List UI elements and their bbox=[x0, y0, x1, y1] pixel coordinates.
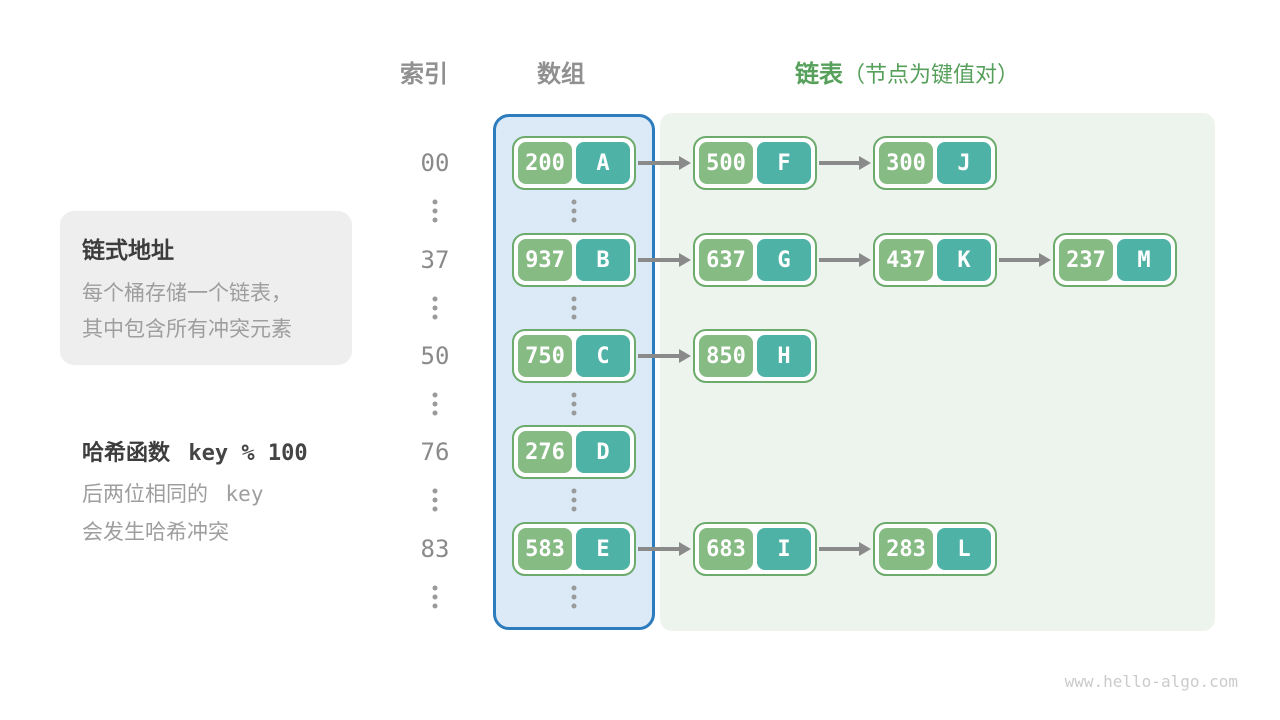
ellipsis-dots bbox=[432, 199, 438, 223]
node-key-cell: 276 bbox=[518, 431, 572, 473]
linked-list-header-label: 链表 bbox=[795, 61, 843, 88]
bucket-index-label: 50 bbox=[420, 342, 450, 370]
node-value-cell: A bbox=[576, 142, 630, 184]
ellipsis-dots bbox=[571, 488, 577, 512]
ellipsis-dots bbox=[571, 199, 577, 223]
node-key-cell: 283 bbox=[879, 528, 933, 570]
node-key-cell: 637 bbox=[699, 239, 753, 281]
next-pointer-arrow bbox=[638, 354, 680, 358]
node-key-cell: 437 bbox=[879, 239, 933, 281]
chaining-info-box: 链式地址 每个桶存储一个链表， 其中包含所有冲突元素 bbox=[60, 211, 352, 365]
ellipsis-dots bbox=[571, 585, 577, 609]
node-key-cell: 300 bbox=[879, 142, 933, 184]
index-column-header: 索引 bbox=[400, 61, 448, 88]
arrow-head-icon bbox=[1039, 253, 1051, 267]
chaining-title: 链式地址 bbox=[82, 237, 174, 263]
bucket-index-label: 76 bbox=[420, 438, 450, 466]
next-pointer-arrow bbox=[638, 258, 680, 262]
hash-note-line1: 后两位相同的 key bbox=[82, 478, 263, 508]
hash-note-line1-code: key bbox=[225, 482, 264, 506]
chaining-desc-line2: 其中包含所有冲突元素 bbox=[82, 318, 292, 341]
hash-function-line: 哈希函数 key % 100 bbox=[82, 435, 308, 467]
node-value-cell: G bbox=[757, 239, 811, 281]
arrow-head-icon bbox=[859, 156, 871, 170]
node-key-cell: 237 bbox=[1059, 239, 1113, 281]
next-pointer-arrow bbox=[819, 161, 860, 165]
ellipsis-dots bbox=[432, 488, 438, 512]
arrow-head-icon bbox=[679, 253, 691, 267]
ellipsis-dots bbox=[432, 296, 438, 320]
node-value-cell: B bbox=[576, 239, 630, 281]
ellipsis-dots bbox=[432, 392, 438, 416]
bucket-index-label: 83 bbox=[420, 535, 450, 563]
next-pointer-arrow bbox=[819, 258, 860, 262]
hash-function-label: 哈希函数 bbox=[82, 440, 171, 465]
node-key-cell: 750 bbox=[518, 335, 572, 377]
linked-list-column-header: 链表（节点为键值对） bbox=[795, 54, 1019, 89]
next-pointer-arrow bbox=[999, 258, 1040, 262]
node-value-cell: L bbox=[937, 528, 991, 570]
node-key-cell: 200 bbox=[518, 142, 572, 184]
node-value-cell: F bbox=[757, 142, 811, 184]
hash-note-line2: 会发生哈希冲突 bbox=[82, 521, 229, 544]
node-value-cell: J bbox=[937, 142, 991, 184]
hash-note-line1-text: 后两位相同的 bbox=[82, 483, 208, 506]
node-value-cell: D bbox=[576, 431, 630, 473]
node-key-cell: 937 bbox=[518, 239, 572, 281]
hash-function-code: key % 100 bbox=[188, 441, 308, 466]
arrow-head-icon bbox=[859, 542, 871, 556]
arrow-head-icon bbox=[859, 253, 871, 267]
ellipsis-dots bbox=[432, 585, 438, 609]
node-key-cell: 683 bbox=[699, 528, 753, 570]
next-pointer-arrow bbox=[819, 547, 860, 551]
node-value-cell: H bbox=[757, 335, 811, 377]
bucket-index-label: 37 bbox=[420, 246, 450, 274]
node-value-cell: M bbox=[1117, 239, 1171, 281]
node-key-cell: 850 bbox=[699, 335, 753, 377]
next-pointer-arrow bbox=[638, 161, 680, 165]
node-value-cell: C bbox=[576, 335, 630, 377]
node-key-cell: 500 bbox=[699, 142, 753, 184]
ellipsis-dots bbox=[571, 296, 577, 320]
node-value-cell: I bbox=[757, 528, 811, 570]
linked-list-header-note: （节点为键值对） bbox=[843, 62, 1020, 87]
node-value-cell: K bbox=[937, 239, 991, 281]
arrow-head-icon bbox=[679, 542, 691, 556]
node-key-cell: 583 bbox=[518, 528, 572, 570]
node-value-cell: E bbox=[576, 528, 630, 570]
array-column-header: 数组 bbox=[537, 61, 585, 88]
bucket-index-label: 00 bbox=[420, 149, 450, 177]
ellipsis-dots bbox=[571, 392, 577, 416]
chaining-desc-line1: 每个桶存储一个链表， bbox=[82, 282, 292, 305]
arrow-head-icon bbox=[679, 349, 691, 363]
next-pointer-arrow bbox=[638, 547, 680, 551]
arrow-head-icon bbox=[679, 156, 691, 170]
watermark-text: www.hello-algo.com bbox=[1064, 672, 1238, 691]
